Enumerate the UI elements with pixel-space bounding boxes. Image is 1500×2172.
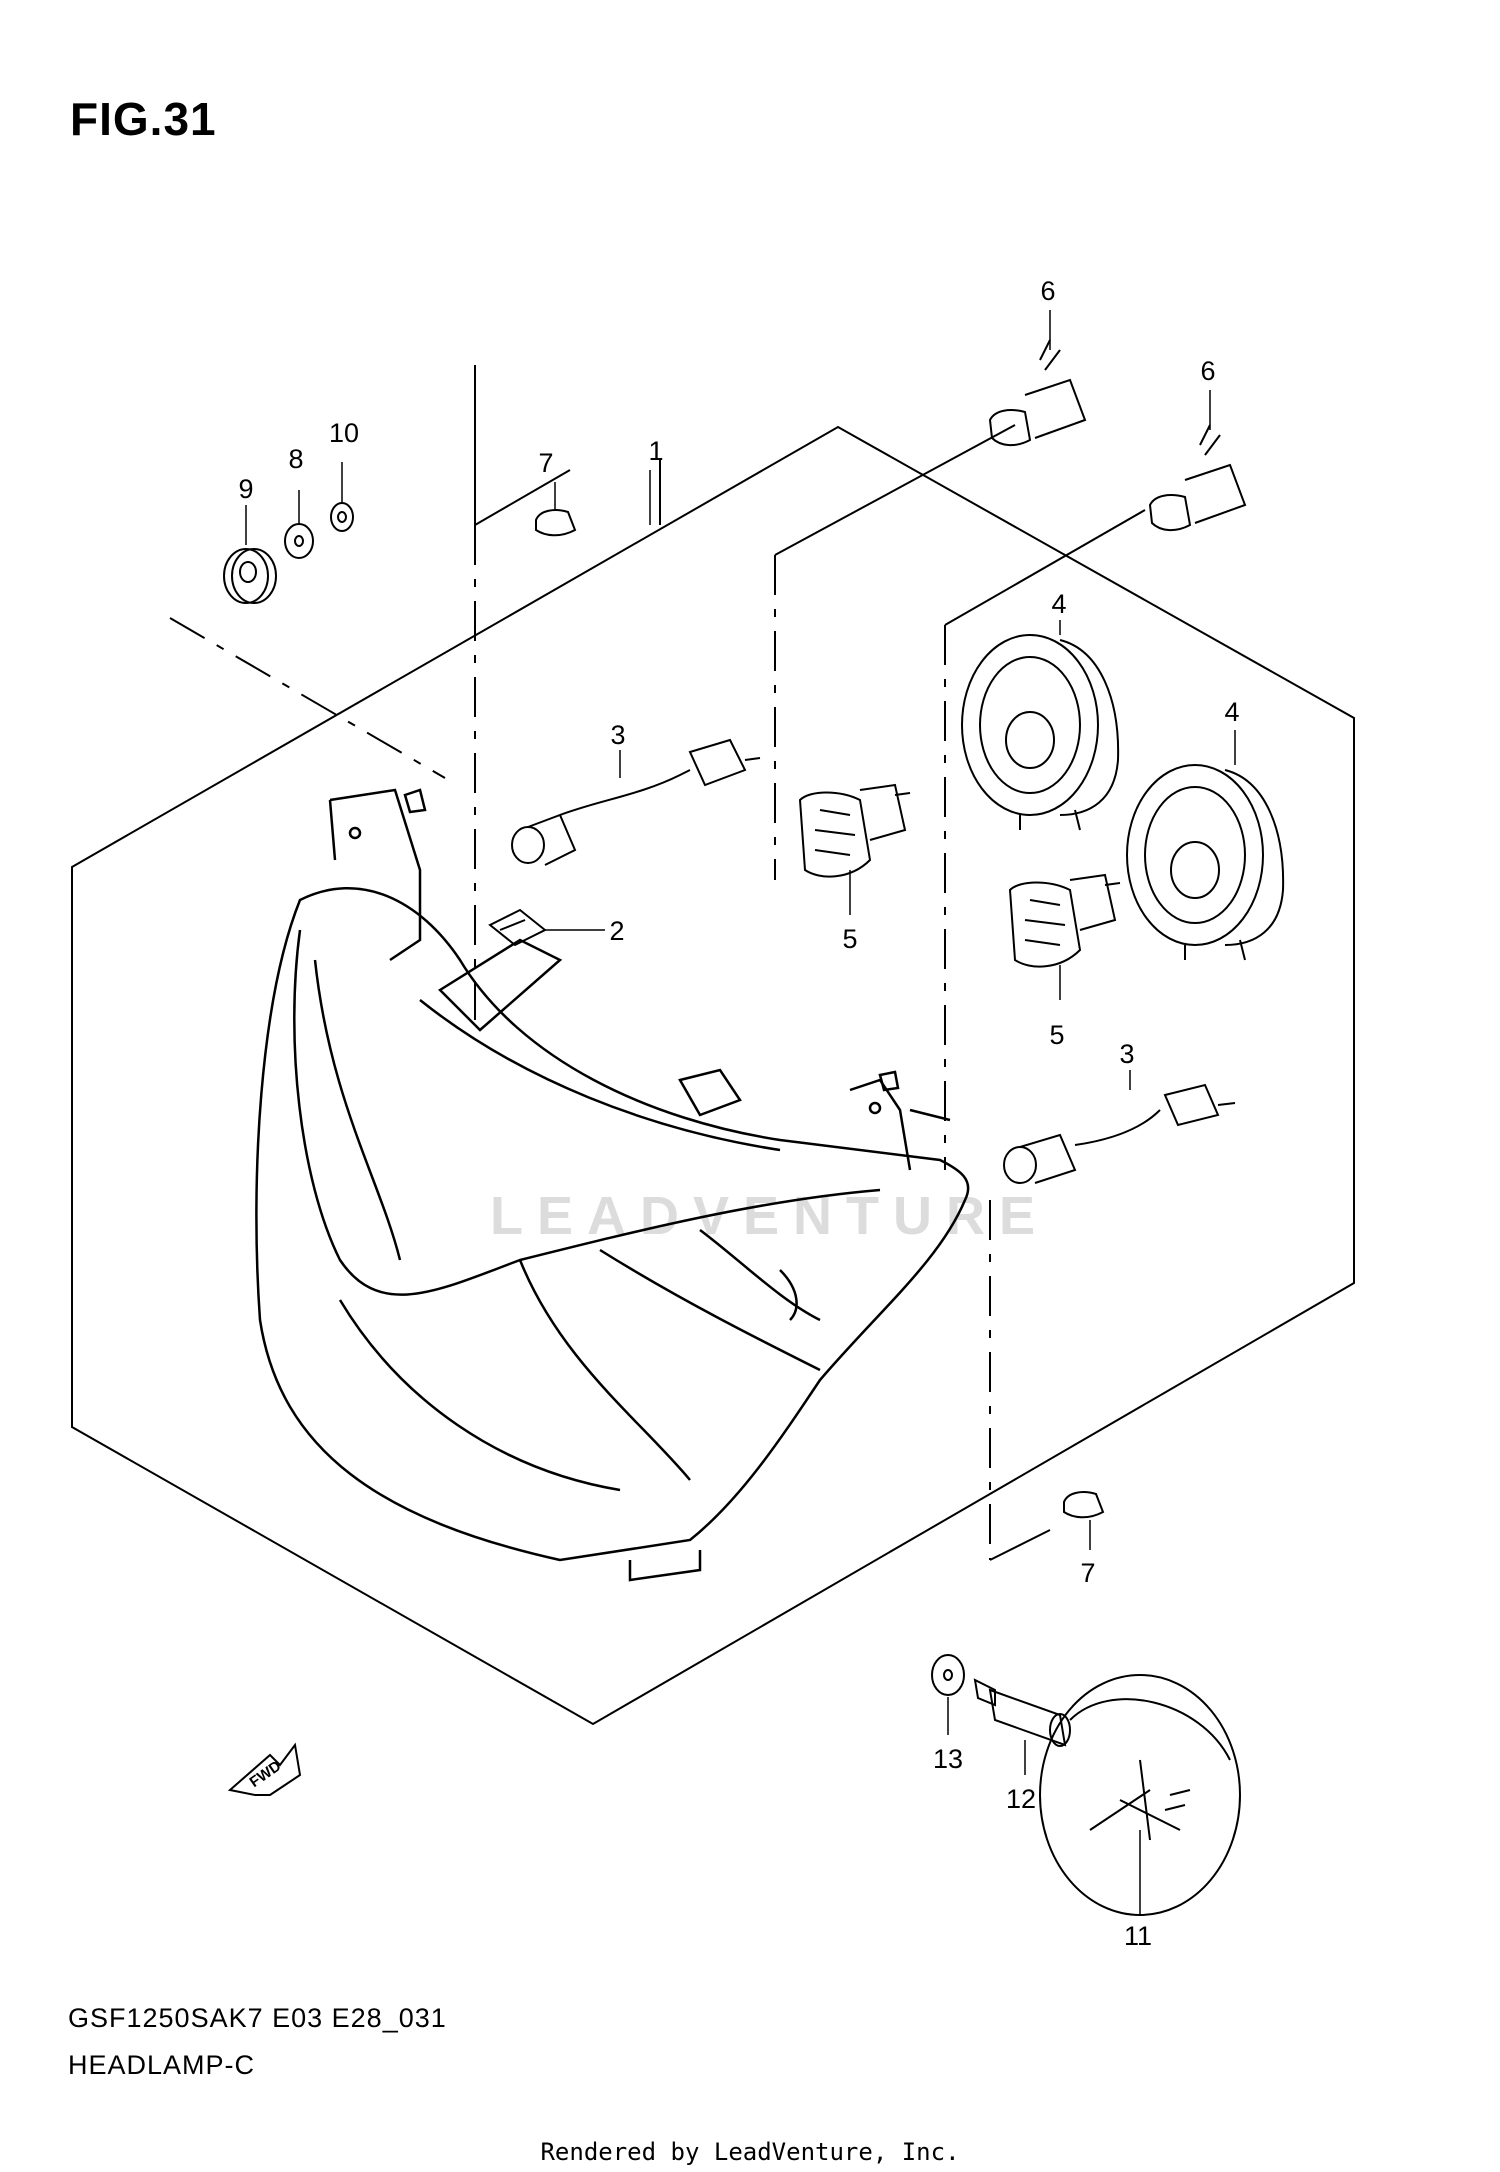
washer-8 [284, 523, 314, 559]
callout-3b: 3 [1119, 1039, 1134, 1069]
headlight-bulb-6-upper [988, 339, 1087, 446]
render-credit: Rendered by LeadVenture, Inc. [540, 2138, 960, 2166]
model-code: GSF1250SAK7 E03 E28_031 [68, 2003, 447, 2033]
reflector-cap-4-lower [1126, 764, 1285, 961]
callout-12: 12 [1006, 1784, 1036, 1814]
callout-2: 2 [609, 916, 624, 946]
callout-1: 1 [648, 436, 663, 466]
reflector-cap-4-upper [961, 634, 1120, 831]
callout-4a: 4 [1051, 589, 1066, 619]
callout-6a: 6 [1040, 276, 1055, 306]
callout-5a: 5 [842, 924, 857, 954]
callout-3a: 3 [610, 720, 625, 750]
callout-5b: 5 [1049, 1020, 1064, 1050]
socket-5-lower [1008, 873, 1121, 968]
nut-10 [330, 502, 354, 532]
callout-11: 11 [1124, 1921, 1152, 1951]
callout-labels: 6 6 1 7 9 8 10 3 2 5 4 4 5 3 7 13 12 11 … [238, 276, 1239, 1951]
callout-13: 13 [933, 1744, 963, 1774]
position-bulb-7-bottom [1063, 1491, 1105, 1519]
headlamp-housing [255, 788, 970, 1582]
callout-7a: 7 [538, 448, 553, 478]
position-bulb-7-top [535, 509, 577, 537]
callout-4b: 4 [1224, 697, 1239, 727]
callout-6b: 6 [1200, 356, 1215, 386]
socket-5-upper [798, 783, 911, 878]
headlight-bulb-6-lower [1148, 424, 1247, 531]
clip-2 [488, 908, 547, 947]
callout-10: 10 [329, 418, 359, 448]
callout-9: 9 [238, 474, 253, 504]
assembly-outline [71, 365, 1355, 1726]
figure-title: FIG.31 [70, 93, 217, 145]
washer-13 [931, 1654, 965, 1696]
stud-12 [973, 1678, 1071, 1747]
fwd-arrow [227, 1742, 302, 1796]
callout-7b: 7 [1080, 1558, 1095, 1588]
grommet-9 [223, 548, 277, 604]
section-name: HEADLAMP-C [68, 2050, 256, 2080]
leader-lines [245, 310, 1236, 1915]
socket-cord-3-left [511, 738, 761, 866]
callout-8: 8 [288, 444, 303, 474]
socket-cord-3-right [1003, 1083, 1236, 1184]
